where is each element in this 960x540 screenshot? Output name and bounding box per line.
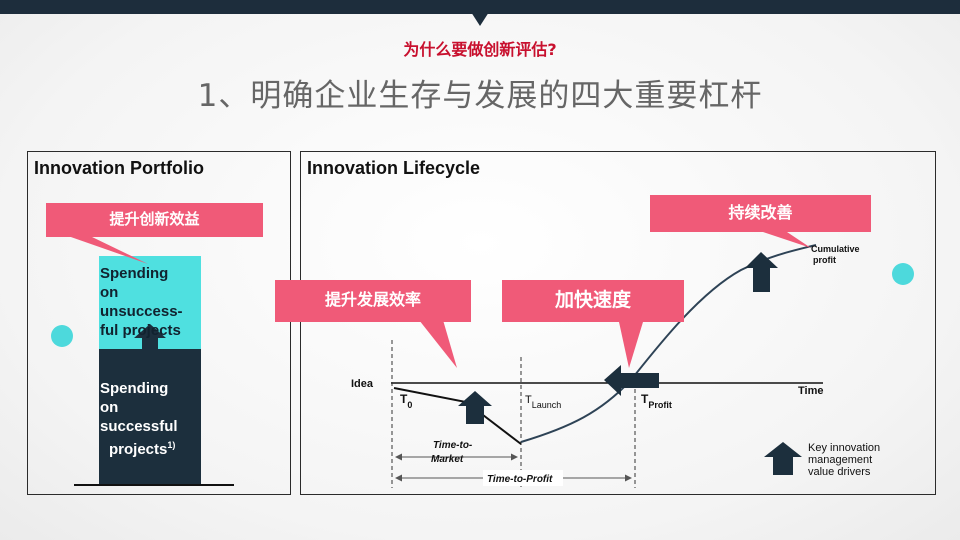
footnote-marker: 1)	[167, 440, 176, 450]
cumulative-profit-label-line1: Cumulative	[811, 244, 860, 254]
callout-accelerate-speed-text: 加快速度	[554, 289, 631, 311]
tlaunch-label: TLaunch	[525, 394, 561, 410]
decorative-dot-left	[51, 325, 73, 347]
successful-bar	[99, 349, 201, 484]
callout-accelerate-speed: 加快速度	[502, 280, 684, 322]
callout-innovation-benefit-text: 提升创新效益	[109, 210, 200, 228]
slide-title: 1、明确企业生存与发展的四大重要杠杆	[197, 78, 763, 114]
callout-innovation-benefit: 提升创新效益	[46, 203, 263, 237]
unsuccessful-spending-label: Spending on unsuccess- ful projects	[100, 265, 183, 339]
time-to-market-label-line1: Time-to-	[433, 440, 473, 451]
callout-development-efficiency-text: 提升发展效率	[324, 290, 421, 309]
innovation-portfolio-panel: Innovation Portfolio 提升创新效益 Spending on …	[27, 151, 291, 495]
callout-continuous-improvement-text: 持续改善	[728, 203, 793, 222]
portfolio-title: Innovation Portfolio	[34, 158, 204, 178]
left-arrow-icon	[604, 365, 659, 396]
callout-speed-pointer	[619, 322, 643, 368]
legend-text-line1: Key innovation	[808, 442, 880, 454]
top-bar	[0, 0, 960, 14]
portfolio-graphic	[74, 256, 234, 486]
legend-text-line2: management	[808, 454, 872, 466]
callout-improve-pointer	[763, 232, 811, 248]
legend-text-line3: value drivers	[808, 466, 871, 478]
cumulative-profit-curve-rise	[520, 244, 817, 443]
lifecycle-title: Innovation Lifecycle	[307, 158, 481, 178]
time-label: Time	[798, 385, 823, 397]
lifecycle-diagram: Idea Time T0 TLaunch TProfit Cumulative …	[351, 232, 880, 488]
cumulative-profit-curve-decline	[393, 387, 522, 445]
decorative-dot-right	[892, 263, 914, 285]
up-arrow-icon	[458, 391, 492, 424]
time-to-profit-label-bg	[483, 470, 563, 486]
up-arrow-icon	[745, 252, 778, 292]
t0-label: T0	[400, 392, 412, 410]
successful-spending-label: Spending on successful projects1)	[100, 380, 178, 458]
legend-up-arrow-icon	[764, 442, 802, 475]
cumulative-profit-label-line2: profit	[813, 255, 836, 265]
tprofit-label: TProfit	[641, 392, 672, 410]
slide-subtitle: 为什么要做创新评估?	[403, 40, 557, 59]
idea-label: Idea	[351, 378, 374, 390]
callout-efficiency-pointer	[419, 320, 457, 368]
up-arrow-icon	[134, 324, 166, 350]
time-to-profit-label: Time-to-Profit	[487, 474, 553, 485]
innovation-lifecycle-panel: Innovation Lifecycle	[275, 151, 936, 495]
time-to-market-label-line2: Market	[431, 454, 464, 465]
top-notch-triangle	[471, 12, 489, 26]
callout-development-efficiency: 提升发展效率	[275, 280, 471, 322]
callout-continuous-improvement: 持续改善	[650, 195, 871, 232]
